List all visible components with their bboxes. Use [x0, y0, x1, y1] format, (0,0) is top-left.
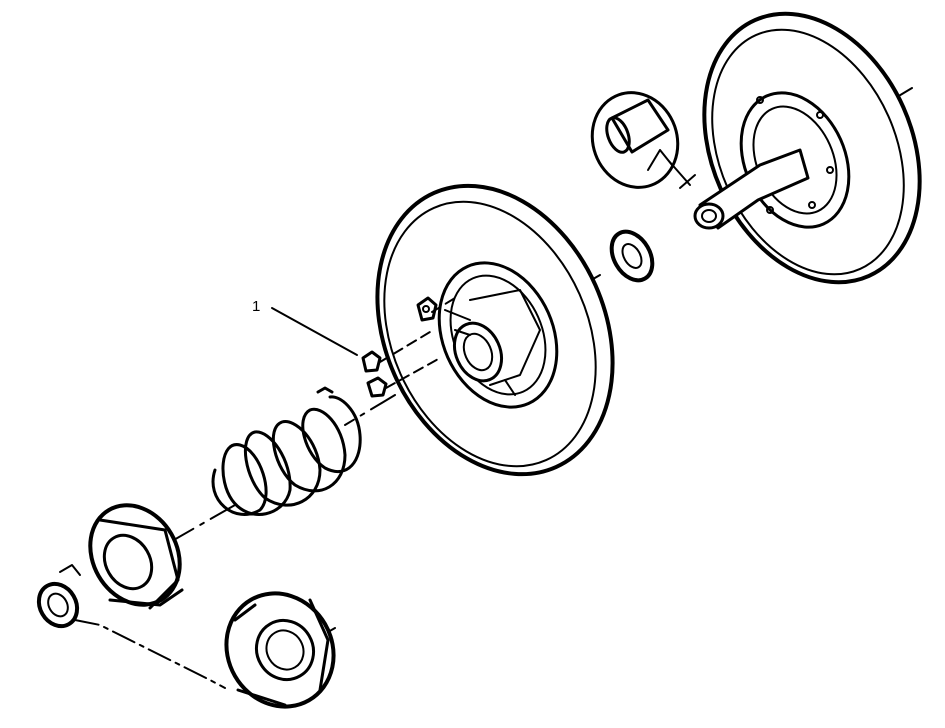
fixed-sheave-bolts — [756, 96, 834, 214]
movable-sheave-hub — [444, 289, 541, 396]
washer — [609, 229, 655, 283]
callout-1-leader — [271, 307, 358, 356]
collar — [36, 564, 81, 629]
bushing-detail — [590, 91, 696, 189]
cam-detail — [224, 591, 336, 709]
fixed-sheave-shaft — [693, 148, 810, 230]
fixed-sheave — [693, 11, 922, 285]
roller-guide-lines — [379, 297, 456, 389]
spring — [211, 386, 362, 516]
movable-sheave — [375, 183, 615, 477]
detail-guide-line — [74, 619, 226, 689]
spring-seat — [88, 503, 184, 610]
callout-1-label: 1 — [252, 298, 261, 315]
